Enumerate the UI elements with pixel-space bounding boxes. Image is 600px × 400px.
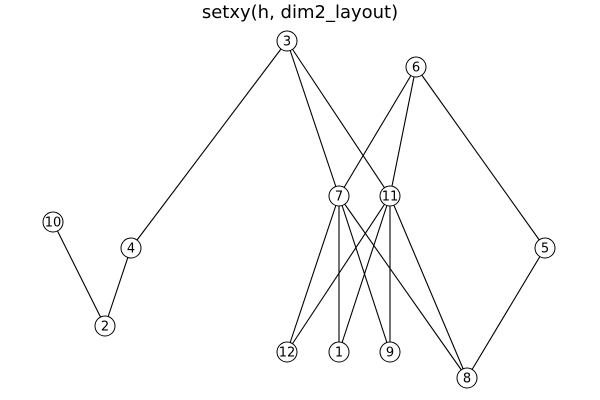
edges-layer (52, 40, 546, 379)
node-12: 12 (276, 341, 298, 363)
edge-4-3 (130, 40, 288, 249)
edge-11-12 (286, 195, 391, 353)
node-label-12: 12 (279, 346, 296, 361)
node-2: 2 (94, 315, 116, 337)
node-label-3: 3 (283, 35, 291, 50)
node-9: 9 (379, 341, 401, 363)
edge-11-1 (338, 195, 391, 353)
node-1: 1 (328, 341, 350, 363)
edge-2-4 (104, 247, 132, 327)
node-circle-2 (94, 315, 116, 337)
node-label-5: 5 (541, 242, 549, 257)
node-11: 11 (379, 185, 401, 207)
node-label-10: 10 (45, 216, 62, 231)
node-label-6: 6 (412, 61, 420, 76)
node-10: 10 (42, 211, 64, 233)
graph-title: setxy(h, dim2_layout) (201, 2, 399, 23)
node-circle-4 (120, 237, 142, 259)
node-6: 6 (405, 56, 427, 78)
edge-5-8 (466, 247, 546, 379)
node-circle-11 (379, 185, 401, 207)
edge-6-7 (338, 66, 417, 197)
node-label-1: 1 (335, 346, 343, 361)
node-8: 8 (456, 367, 478, 389)
node-circle-3 (276, 30, 298, 52)
node-label-11: 11 (382, 190, 399, 205)
node-4: 4 (120, 237, 142, 259)
edge-3-7 (286, 40, 340, 197)
edge-6-11 (389, 66, 417, 197)
node-circle-5 (534, 237, 556, 259)
node-circle-6 (405, 56, 427, 78)
node-label-9: 9 (386, 346, 394, 361)
node-circle-1 (328, 341, 350, 363)
node-circle-10 (42, 211, 64, 233)
node-circle-8 (456, 367, 478, 389)
node-circle-12 (276, 341, 298, 363)
node-circle-9 (379, 341, 401, 363)
node-label-8: 8 (463, 372, 471, 387)
node-label-2: 2 (101, 320, 109, 335)
edge-7-12 (286, 195, 340, 353)
node-label-4: 4 (127, 242, 135, 257)
node-3: 3 (276, 30, 298, 52)
edge-3-11 (286, 40, 391, 197)
edge-7-8 (338, 195, 468, 379)
edge-6-5 (415, 66, 546, 249)
node-5: 5 (534, 237, 556, 259)
node-label-7: 7 (335, 190, 343, 205)
node-circle-7 (328, 185, 350, 207)
edge-10-2 (52, 221, 106, 327)
edge-11-8 (389, 195, 468, 379)
node-7: 7 (328, 185, 350, 207)
